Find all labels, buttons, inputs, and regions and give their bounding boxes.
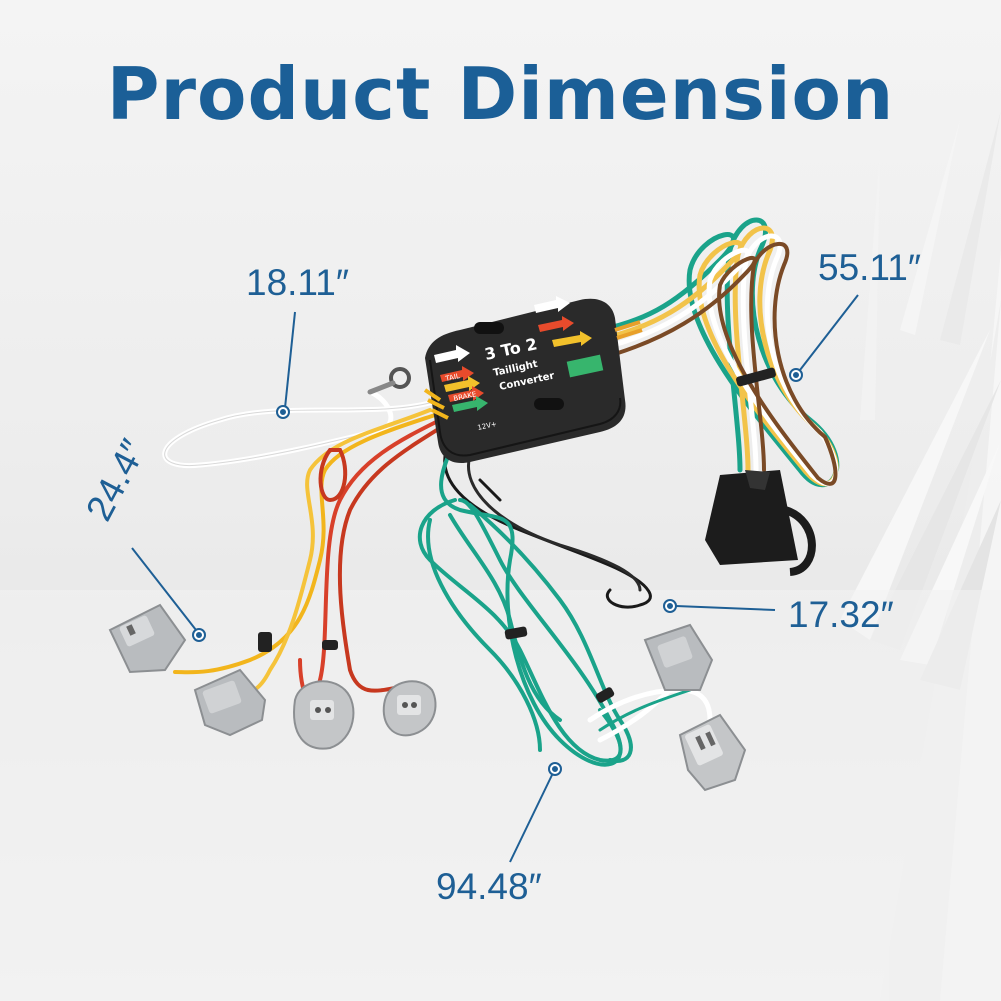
dimension-four-flat-harness: 55.11″: [818, 247, 921, 288]
marker-black-dot: [667, 603, 673, 609]
callouts: [131, 294, 859, 863]
marker-green-dot: [552, 766, 558, 772]
white-wire: [162, 367, 443, 469]
converter-box: TAIL BRAKE 12V+ 3 To 2 Taillight Convert…: [423, 296, 643, 464]
marker-four-flat-dot: [793, 372, 799, 378]
connector-center-b: [382, 680, 437, 737]
four-flat-connector: [705, 470, 816, 576]
connector-center-a: [293, 680, 355, 750]
connector-right-a: [643, 623, 714, 691]
dimension-black-wire: 17.32″: [788, 594, 894, 635]
tag-tail: TAIL: [444, 372, 461, 383]
marker-yellow-red-dot: [196, 632, 202, 638]
connector-left-a: [108, 603, 187, 674]
tag-12v: 12V+: [477, 420, 498, 432]
four-flat-harness: [597, 217, 840, 488]
dimension-green-harness: 94.48″: [436, 866, 542, 907]
callout-line-four-flat: [799, 294, 859, 371]
connector-right-b: [678, 713, 747, 792]
callout-line-white: [284, 311, 296, 409]
yellow-red-harness: [173, 408, 447, 702]
marker-white-dot: [280, 409, 286, 415]
callout-line-green: [509, 774, 553, 863]
connector-left-b: [193, 668, 267, 737]
dimension-white-wire: 18.11″: [246, 262, 349, 303]
callout-line-black: [675, 605, 776, 611]
callout-line-yellow-red: [131, 547, 197, 631]
black-wire: [443, 438, 652, 609]
green-harness: [417, 428, 633, 767]
page-title: Product Dimension: [106, 52, 895, 136]
grey-connectors: [108, 603, 747, 792]
